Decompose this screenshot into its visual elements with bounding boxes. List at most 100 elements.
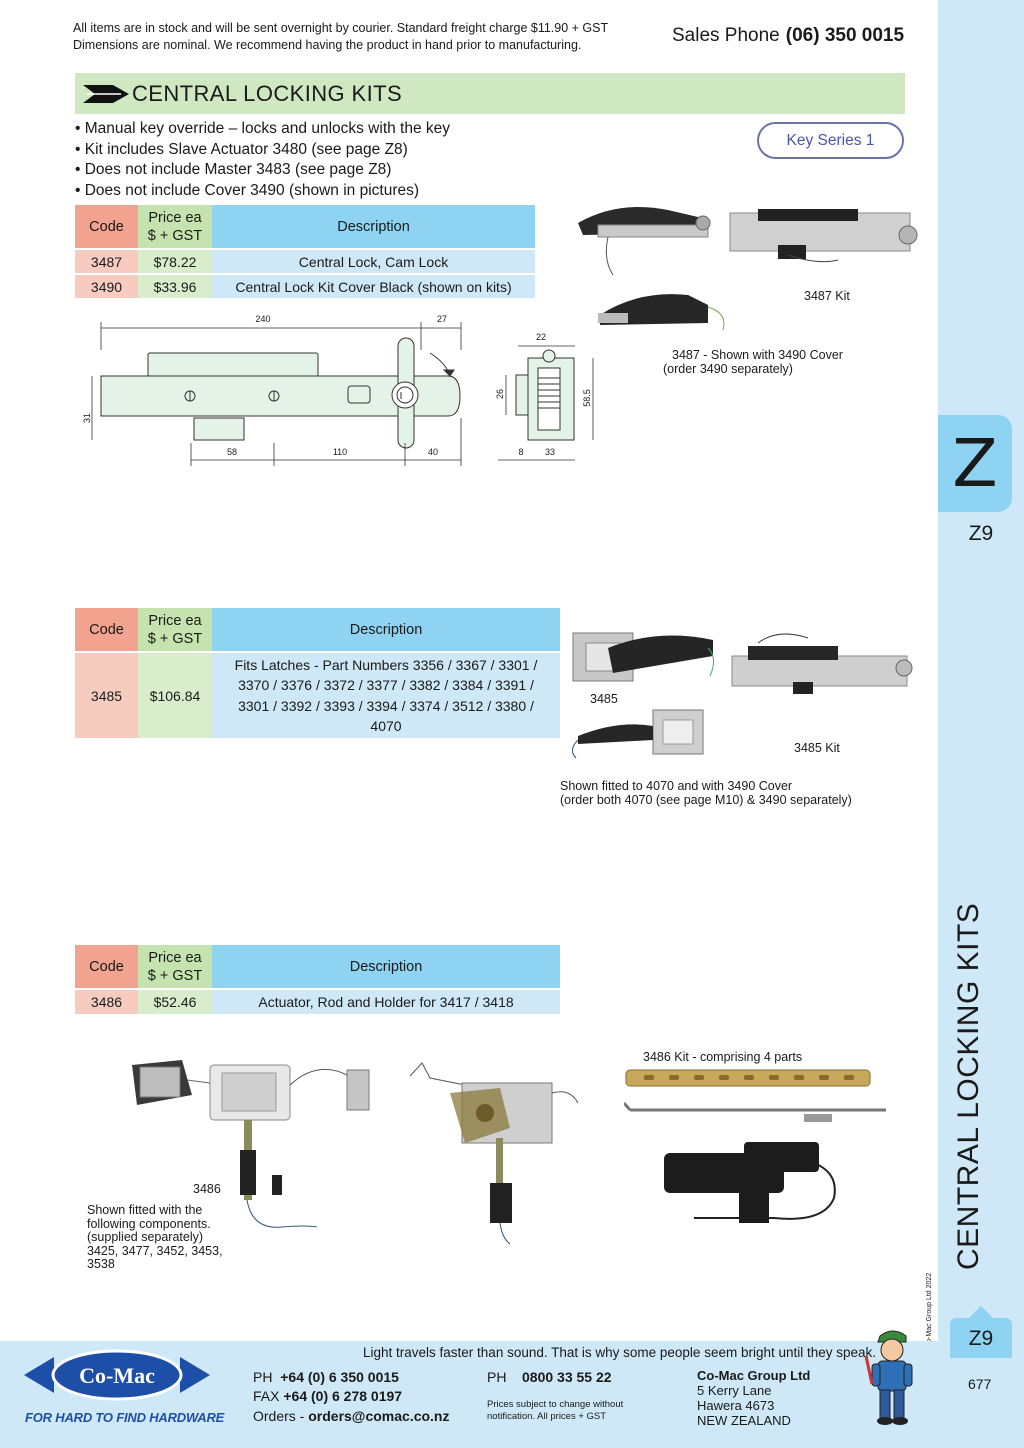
orders-email[interactable]: orders@comac.co.nz [308, 1408, 450, 1424]
cell-desc: Central Lock, Cam Lock [212, 249, 535, 275]
product-photo-3486-fitted [132, 1060, 370, 1228]
phone-number[interactable]: +64 (0) 6 350 0015 [280, 1369, 399, 1385]
address-line: NEW ZEALAND [697, 1413, 791, 1428]
footer-phone: PH +64 (0) 6 350 0015 [253, 1369, 399, 1385]
footer-fax: FAX +64 (0) 6 278 0197 [253, 1388, 402, 1404]
price-table-2: Code Price ea$ + GST Description 3485 $1… [75, 608, 560, 740]
dim-31: 31 [82, 413, 92, 423]
list-item: Manual key override – locks and unlocks … [75, 119, 450, 140]
sales-label: Sales Phone [672, 25, 780, 46]
col-code: Code [75, 945, 138, 990]
caption-line: Shown fitted with the [87, 1203, 203, 1217]
caption-line: (order 3490 separately) [663, 362, 793, 376]
caption-3487-kit: 3487 Kit [804, 289, 850, 303]
caption-line: (supplied separately) [87, 1230, 204, 1245]
caption-3486-kit: 3486 Kit - comprising 4 parts [643, 1050, 803, 1064]
dim-40: 40 [428, 447, 438, 457]
col-price-line1: Price ea [148, 612, 202, 629]
table-row[interactable]: 3490 $33.96 Central Lock Kit Cover Black… [75, 274, 535, 300]
caption-line: 3425, 3477, 3452, 3453, [87, 1243, 223, 1258]
company-name: Co-Mac Group Ltd [697, 1368, 811, 1383]
fax-number[interactable]: +64 (0) 6 278 0197 [283, 1388, 403, 1404]
col-price-line2: $ + GST [147, 967, 203, 984]
caption-3485: 3485 [590, 692, 618, 706]
caption-line: Shown fitted to 4070 and with 3490 Cover [560, 779, 793, 793]
caption-line: (order both 4070 (see page M10) & 3490 s… [560, 793, 852, 807]
table-row[interactable]: 3485 $106.84 Fits Latches - Part Numbers… [75, 652, 560, 740]
section-letter: Z [952, 425, 998, 502]
footer-disclaimer: Prices subject to change without notific… [487, 1399, 623, 1423]
list-item: Kit includes Slave Actuator 3480 (see pa… [75, 140, 450, 161]
col-description: Description [212, 608, 560, 653]
caption-3485-fitted: Shown fitted to 4070 and with 3490 Cover… [560, 779, 852, 807]
caption-3486-fitted: Shown fitted with the following componen… [87, 1203, 223, 1272]
section-tab[interactable]: Z [938, 415, 1012, 512]
list-item: Does not include Cover 3490 (shown in pi… [75, 181, 450, 202]
col-price-line1: Price ea [148, 949, 202, 966]
cell-desc: Actuator, Rod and Holder for 3417 / 3418 [212, 989, 560, 1016]
cell-price: $33.96 [138, 274, 212, 300]
key-series-badge[interactable]: Key Series 1 [757, 122, 904, 159]
cell-desc: Central Lock Kit Cover Black (shown on k… [212, 274, 535, 300]
cell-desc: Fits Latches - Part Numbers 3356 / 3367 … [212, 652, 560, 740]
cell-price: $106.84 [138, 652, 212, 740]
price-table-1: Code Price ea$ + GST Description 3487 $7… [75, 205, 535, 300]
list-item: Does not include Master 3483 (see page Z… [75, 160, 450, 181]
desc-line: Fits Latches - Part Numbers 3356 / 3367 … [234, 656, 538, 673]
phone2-number[interactable]: 0800 33 55 22 [522, 1369, 612, 1385]
fax-label: FAX [253, 1388, 280, 1404]
notice-line-2: Dimensions are nominal. We recommend hav… [73, 38, 582, 52]
mascot-illustration [864, 1330, 913, 1425]
caption-line: 3538 [87, 1257, 115, 1272]
page-number: 677 [968, 1376, 992, 1392]
arrow-icon [83, 85, 129, 103]
bottom-tab [950, 1306, 1012, 1358]
cell-code: 3486 [75, 989, 138, 1016]
page-code: Z9 [968, 522, 994, 545]
logo-text: Co-Mac [79, 1363, 155, 1388]
product-photo-3486-mechanism [410, 1062, 579, 1245]
feature-list: Manual key override – locks and unlocks … [75, 119, 450, 201]
cell-code: 3490 [75, 274, 138, 300]
stock-notice: All items are in stock and will be sent … [73, 20, 608, 54]
dim-26: 26 [495, 389, 505, 399]
footer-orders: Orders - orders@comac.co.nz [253, 1408, 450, 1424]
section-banner: CENTRAL LOCKING KITS [75, 73, 905, 114]
disclaimer-line: Prices subject to change without [487, 1399, 624, 1410]
cell-price: $52.46 [138, 989, 212, 1016]
caption-3485-kit: 3485 Kit [794, 741, 840, 755]
comac-logo: Co-Mac [24, 1349, 210, 1401]
cell-price: $78.22 [138, 249, 212, 275]
dim-110: 110 [333, 447, 347, 457]
col-price: Price ea$ + GST [138, 205, 212, 250]
dim-8: 8 [518, 447, 523, 457]
caption-3486: 3486 [193, 1182, 221, 1196]
sales-phone: Sales Phone(06) 350 0015 [672, 25, 904, 47]
page-code-bottom: Z9 [968, 1327, 994, 1350]
price-table-3: Code Price ea$ + GST Description 3486 $5… [75, 945, 560, 1016]
section-title: CENTRAL LOCKING KITS [132, 81, 403, 106]
col-price: Price ea$ + GST [138, 945, 212, 990]
footer-quote: Light travels faster than sound. That is… [363, 1345, 877, 1360]
notice-line-1: All items are in stock and will be sent … [73, 21, 609, 35]
dim-27: 27 [437, 314, 447, 324]
product-photo-3485 [572, 632, 913, 759]
caption-line: following components. [87, 1216, 211, 1231]
sales-number[interactable]: (06) 350 0015 [785, 25, 905, 46]
product-photo-3486-kit [624, 1069, 886, 1223]
cell-code: 3485 [75, 652, 138, 740]
orders-label: Orders - [253, 1408, 305, 1424]
dim-58: 58 [227, 447, 237, 457]
col-price: Price ea$ + GST [138, 608, 212, 653]
sidebar-title: CENTRAL LOCKING KITS [952, 902, 985, 1270]
table-row[interactable]: 3487 $78.22 Central Lock, Cam Lock [75, 249, 535, 275]
table-row[interactable]: 3486 $52.46 Actuator, Rod and Holder for… [75, 989, 560, 1016]
caption-line: 3487 - Shown with 3490 Cover [672, 348, 843, 362]
cell-code: 3487 [75, 249, 138, 275]
col-price-line1: Price ea [148, 209, 202, 226]
dim-22: 22 [536, 332, 546, 342]
desc-line: 4070 [370, 718, 402, 734]
dim-240: 240 [255, 314, 270, 324]
col-description: Description [212, 945, 560, 990]
col-price-line2: $ + GST [147, 630, 203, 647]
